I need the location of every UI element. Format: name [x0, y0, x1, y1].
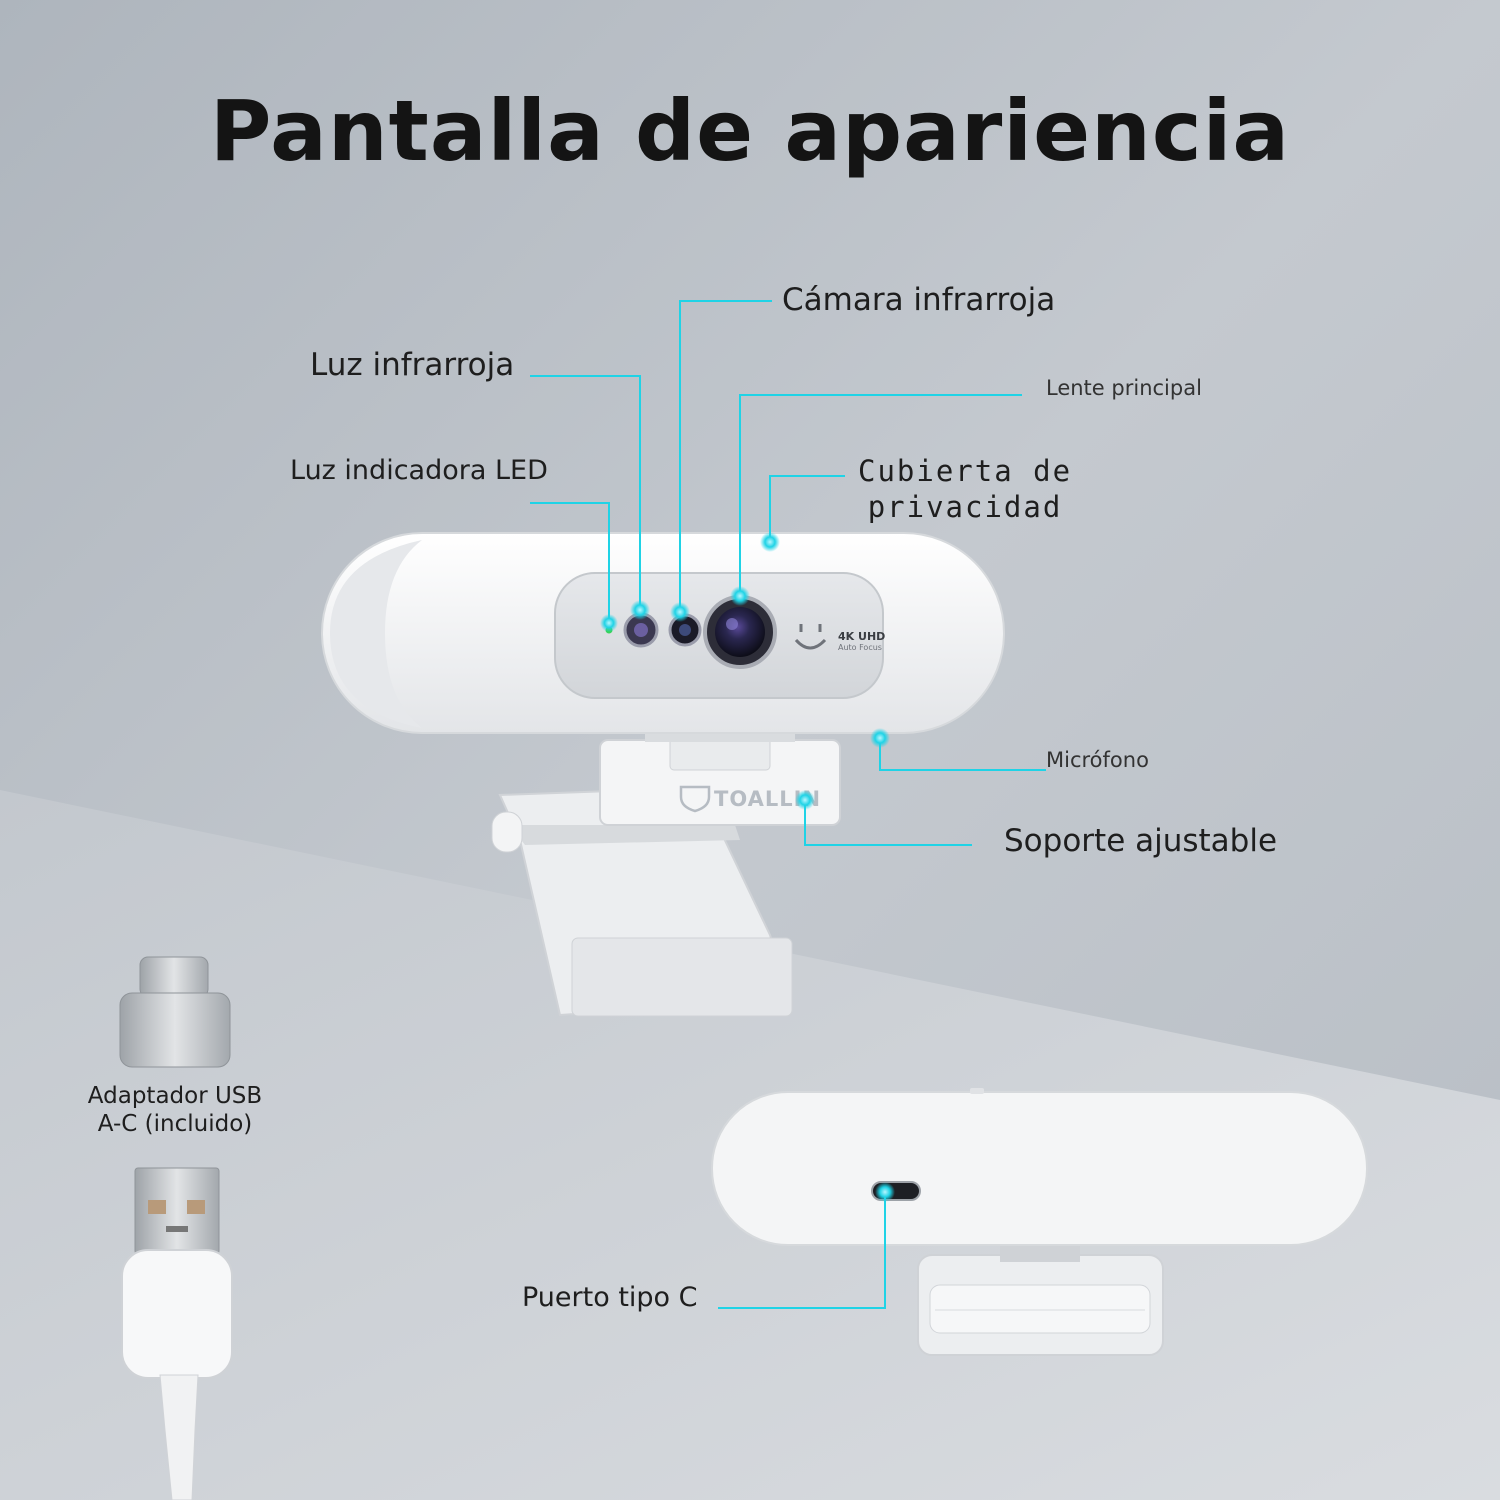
label-adapter-line1: Adaptador USB — [87, 1083, 263, 1109]
autofocus-badge: Auto Focus — [838, 643, 882, 652]
label-adapter: Adaptador USB A-C (incluido) — [82, 1082, 268, 1138]
label-led: Luz indicadora LED — [290, 455, 548, 486]
callout-lines — [530, 300, 1046, 1309]
callout-markers — [600, 532, 895, 1202]
label-usb-port: Puerto tipo C — [522, 1282, 698, 1313]
label-ir-light: Luz infrarroja — [310, 347, 515, 383]
page-title: Pantalla de apariencia — [209, 82, 1291, 180]
label-stand: Soporte ajustable — [1004, 823, 1278, 859]
label-privacy-cover: Cubierta de privacidad — [858, 453, 1072, 525]
usb-adapter — [119, 956, 231, 1068]
main-lens — [703, 595, 777, 669]
smiley-icon — [794, 624, 827, 650]
webcam-back — [711, 1088, 1368, 1356]
label-privacy-cover-line1: Cubierta de — [858, 454, 1073, 488]
label-adapter-line2: A-C (incluido) — [97, 1111, 253, 1137]
label-microphone: Micrófono — [1046, 748, 1149, 772]
label-main-lens: Lente principal — [1046, 376, 1202, 400]
label-privacy-cover-line2: privacidad — [867, 490, 1063, 524]
webcam-front: TOALLIN 4K UHD — [321, 532, 1005, 1017]
usb-cable — [121, 1167, 233, 1500]
resolution-badge: 4K UHD — [838, 630, 885, 643]
label-ir-camera: Cámara infrarroja — [782, 282, 1056, 318]
